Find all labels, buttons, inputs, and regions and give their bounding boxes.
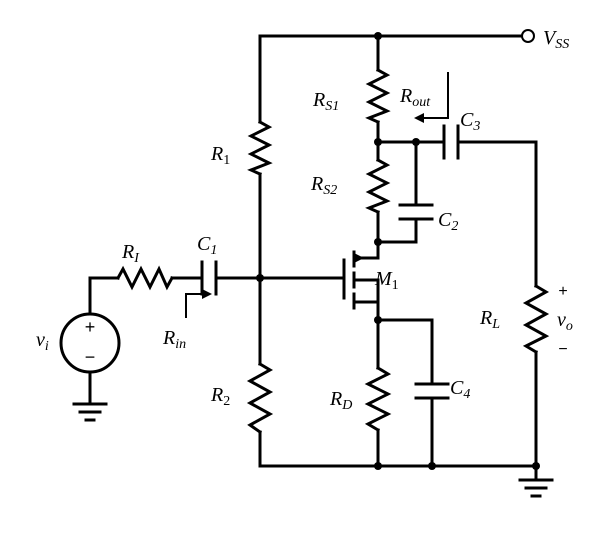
- voltage-source: + −: [59, 312, 121, 374]
- rd-resistor: [364, 365, 392, 433]
- junction-dot: [532, 462, 540, 470]
- ri-label: RI: [121, 241, 140, 266]
- drain-wire: [376, 300, 434, 468]
- r1-label: R1: [210, 143, 230, 168]
- c1-capacitor: [200, 260, 218, 296]
- rl-label: RL: [479, 307, 500, 332]
- junction-dot: [374, 316, 382, 324]
- rin-label: Rin: [162, 327, 186, 352]
- ri-resistor: [115, 265, 175, 291]
- rout-arrow: [414, 72, 449, 123]
- vss-label: VSS: [543, 27, 569, 52]
- rs2-resistor: [365, 157, 391, 214]
- m1-label: M1: [374, 268, 399, 293]
- r2-resistor: [246, 361, 274, 435]
- junction-dot: [256, 274, 264, 282]
- rs2-label: RS2: [310, 173, 337, 198]
- vo-minus-sign: −: [558, 341, 567, 358]
- r2-label: R2: [210, 384, 230, 409]
- c4-capacitor: [414, 382, 450, 400]
- junction-dot: [374, 32, 382, 40]
- source-minus-sign: −: [85, 347, 96, 367]
- vo-label: vo: [557, 309, 573, 334]
- c2-branch-wire: [376, 140, 418, 244]
- ground-symbol-output: [518, 478, 554, 498]
- junction-dot: [374, 462, 382, 470]
- rl-resistor: [522, 283, 550, 355]
- vo-plus-sign: +: [558, 283, 567, 300]
- vss-terminal: [521, 29, 535, 43]
- output-wire: [414, 140, 538, 468]
- junctions: [256, 32, 540, 470]
- source-plus-sign: +: [85, 317, 96, 337]
- junction-dot: [412, 138, 420, 146]
- rs1-label: RS1: [312, 89, 339, 114]
- c2-capacitor: [398, 203, 434, 221]
- c3-capacitor: [442, 124, 460, 160]
- m1-mosfet: [342, 250, 380, 310]
- ground-symbol-source: [72, 402, 108, 422]
- c2-label: C2: [438, 209, 458, 234]
- input-wire: [88, 276, 346, 316]
- junction-dot: [374, 138, 382, 146]
- vi-label: vi: [36, 329, 49, 354]
- rin-arrow: [185, 289, 212, 318]
- c3-label: C3: [460, 109, 480, 134]
- junction-dot: [428, 462, 436, 470]
- c4-label: C4: [450, 377, 470, 402]
- ground-rail-wire: [258, 464, 538, 482]
- wires: [88, 34, 538, 482]
- rd-label: RD: [329, 388, 352, 413]
- rs1-resistor: [365, 67, 391, 124]
- c1-label: C1: [197, 233, 217, 258]
- r1-resistor: [247, 119, 273, 176]
- rout-label: Rout: [399, 85, 431, 110]
